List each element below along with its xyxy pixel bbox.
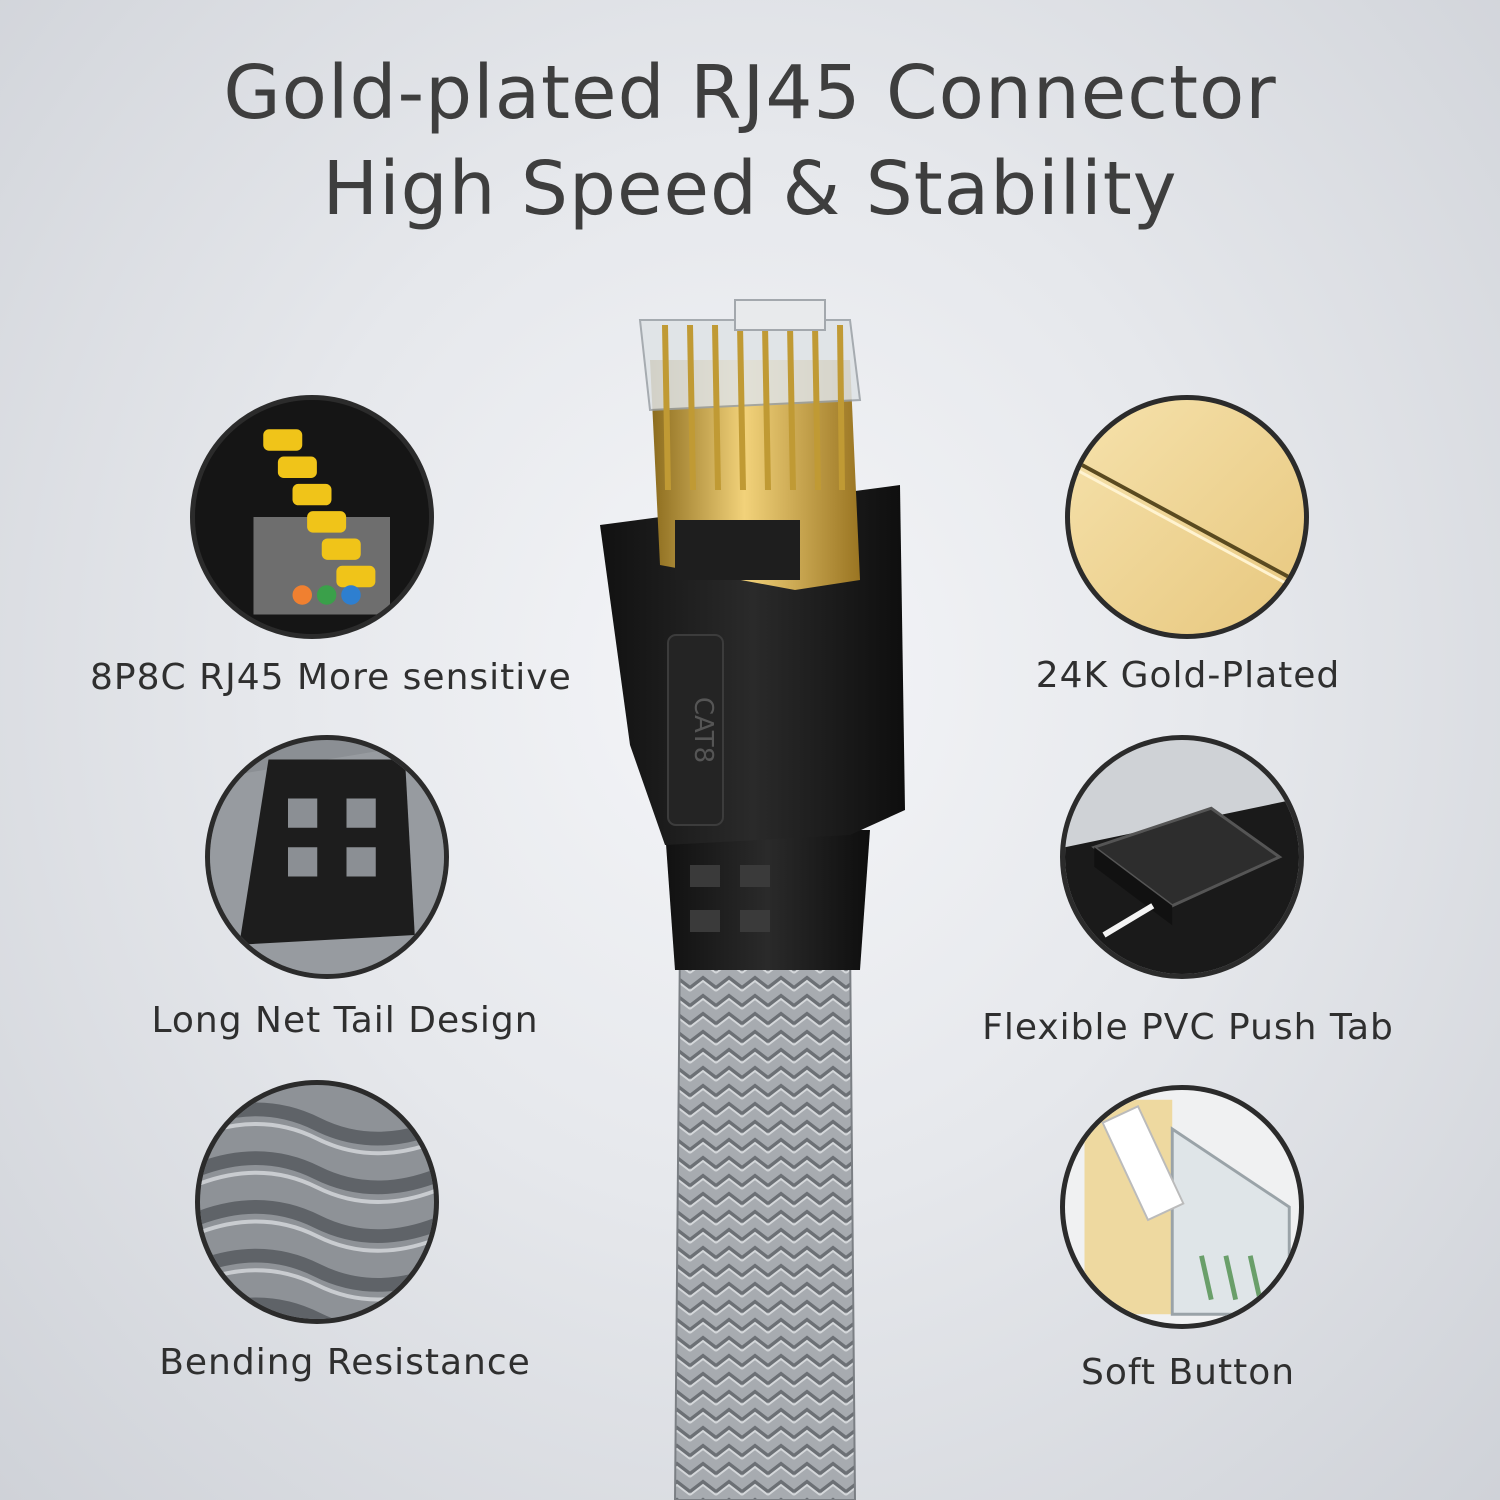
feature-label-contacts: 8P8C RJ45 More sensitive bbox=[90, 657, 572, 698]
feature-label-bending: Bending Resistance bbox=[159, 1342, 531, 1383]
rj45-connector-illustration: CAT8 bbox=[560, 290, 940, 1500]
feature-label-gold: 24K Gold-Plated bbox=[1035, 655, 1341, 696]
soft-button-icon bbox=[1060, 1085, 1304, 1329]
braided-jacket-icon bbox=[195, 1080, 439, 1324]
gold-plating-icon bbox=[1065, 395, 1309, 639]
connector-svg: CAT8 bbox=[600, 299, 905, 1500]
headline-line-2: High Speed & Stability bbox=[322, 146, 1178, 232]
contact-pins-icon bbox=[190, 395, 434, 639]
feature-label-soft-button: Soft Button bbox=[1080, 1352, 1296, 1393]
feature-label-net-tail: Long Net Tail Design bbox=[151, 1000, 539, 1041]
headline-line-1: Gold-plated RJ45 Connector bbox=[223, 50, 1277, 136]
feature-label-push-tab: Flexible PVC Push Tab bbox=[982, 1007, 1394, 1048]
cat8-mark: CAT8 bbox=[688, 697, 718, 763]
net-tail-icon bbox=[205, 735, 449, 979]
push-tab-icon bbox=[1060, 735, 1304, 979]
